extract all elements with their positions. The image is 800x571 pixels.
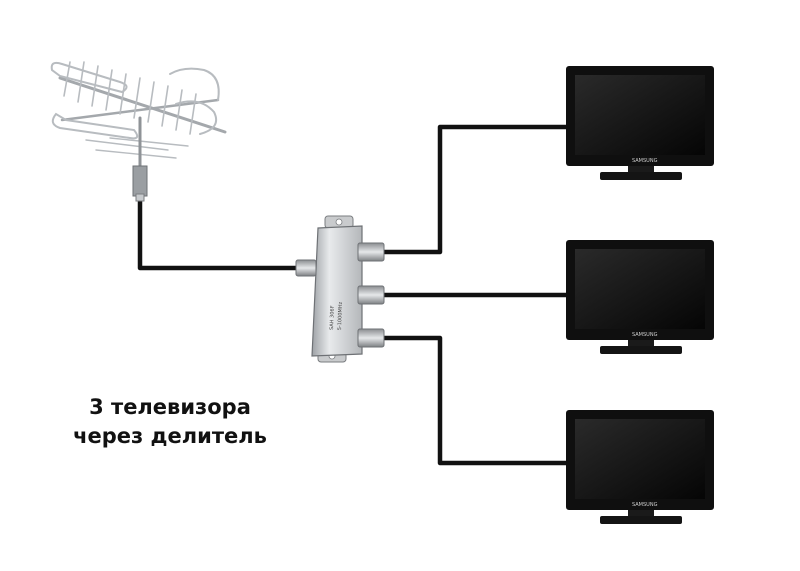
- splitter-icon: SAH 306F 5-1000MHz: [295, 215, 385, 363]
- splitter-model-label: SAH 306F: [329, 305, 336, 330]
- tv-icon: SAMSUNG: [566, 66, 714, 180]
- tv-brand-label: SAMSUNG: [632, 332, 658, 338]
- splitter-range-label: 5-1000MHz: [337, 301, 344, 330]
- caption-line-2: через делитель: [73, 424, 267, 448]
- tv-brand-label: SAMSUNG: [632, 502, 658, 508]
- antenna-icon: [50, 61, 227, 202]
- coax-cables: [137, 124, 570, 466]
- cable-antenna-to-splitter: [137, 200, 300, 271]
- cable-splitter-to-tv-1: [383, 124, 570, 255]
- tv-brand-label: SAMSUNG: [632, 158, 658, 164]
- tv-icon: SAMSUNG: [566, 240, 714, 354]
- tv-icon: SAMSUNG: [566, 410, 714, 524]
- caption-line-1: 3 телевизора: [89, 395, 251, 419]
- cable-splitter-to-tv-3: [383, 335, 570, 466]
- diagram-caption: 3 телевизора через делитель: [40, 393, 300, 451]
